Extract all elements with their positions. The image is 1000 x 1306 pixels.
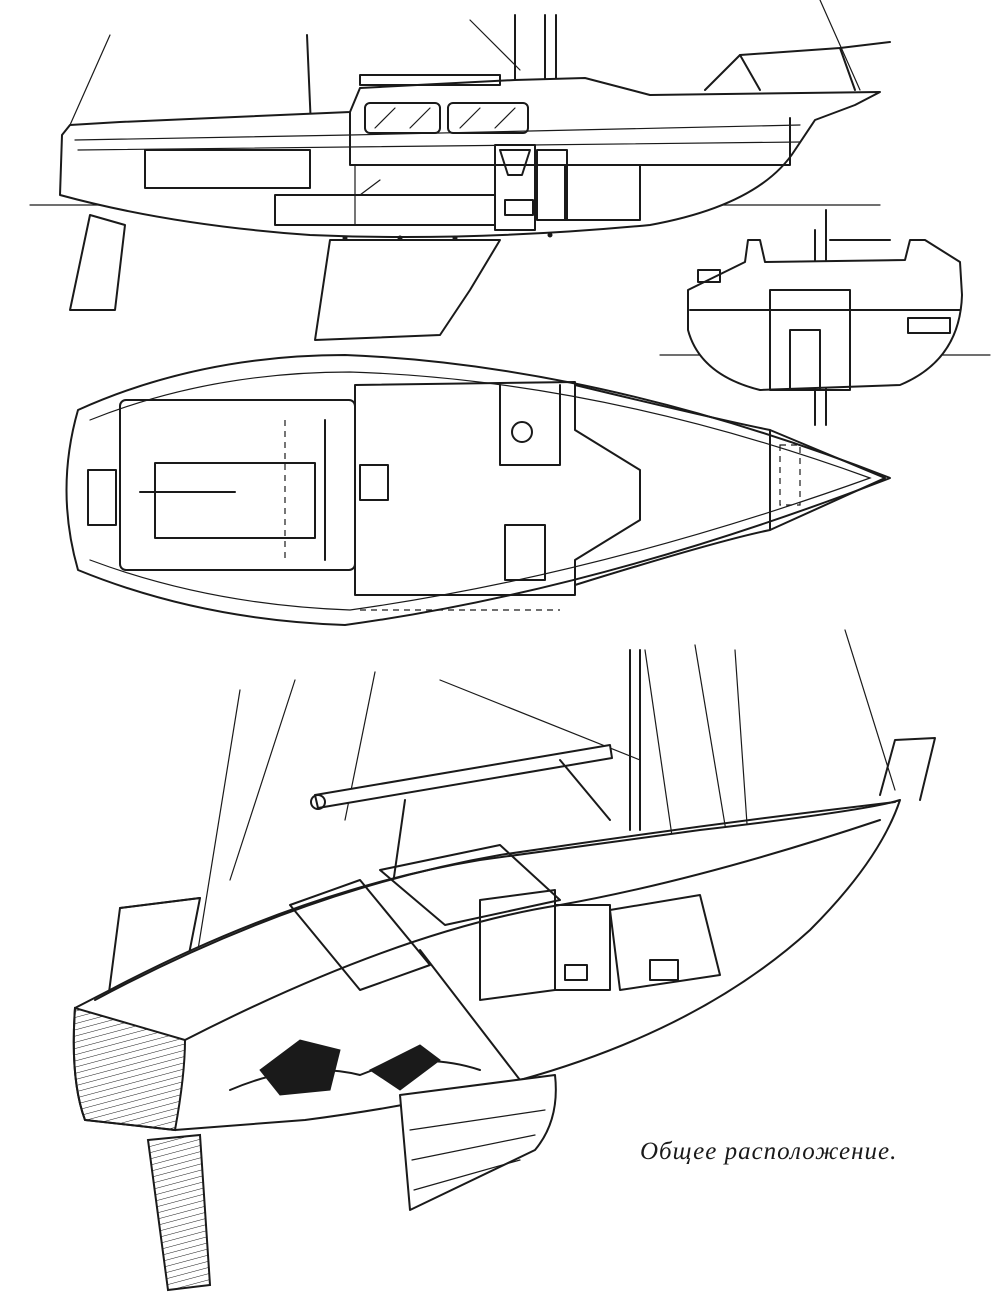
- figure-caption: Общее расположение.: [640, 1138, 898, 1165]
- backstay: [69, 34, 111, 126]
- toilet: [499, 149, 531, 176]
- bow-pulpit-perspective: [879, 737, 936, 801]
- hull-perspective: [72, 799, 901, 1131]
- forestay-perspective: [844, 629, 896, 791]
- cabin-top: [354, 381, 641, 596]
- portlight-fwd: [447, 102, 529, 134]
- rudder-perspective: [146, 1133, 212, 1292]
- deck-fitting-winch: [511, 421, 533, 443]
- cockpit-locker: [144, 149, 311, 189]
- deck-plan-view: [65, 354, 891, 626]
- section-portlight-left: [697, 269, 721, 283]
- forestay: [819, 0, 861, 91]
- deck-outline: [65, 354, 891, 626]
- cockpit-seat: [289, 879, 431, 991]
- transom: [72, 1006, 187, 1132]
- side-profile-view: [29, 0, 891, 341]
- hull-section: [687, 239, 963, 391]
- section-portlight-right: [907, 317, 951, 334]
- rudder-profile: [69, 214, 126, 311]
- midship-section-view: [659, 209, 991, 426]
- portlight-aft: [364, 102, 441, 134]
- hull-profile: [59, 77, 881, 239]
- fin-keel-perspective: [399, 1074, 557, 1211]
- bow-pulpit: [704, 41, 891, 91]
- foredeck-hatch: [769, 429, 886, 531]
- fin-keel-profile: [314, 239, 501, 341]
- boom: [314, 744, 613, 809]
- cutaway-perspective-view: [72, 629, 936, 1292]
